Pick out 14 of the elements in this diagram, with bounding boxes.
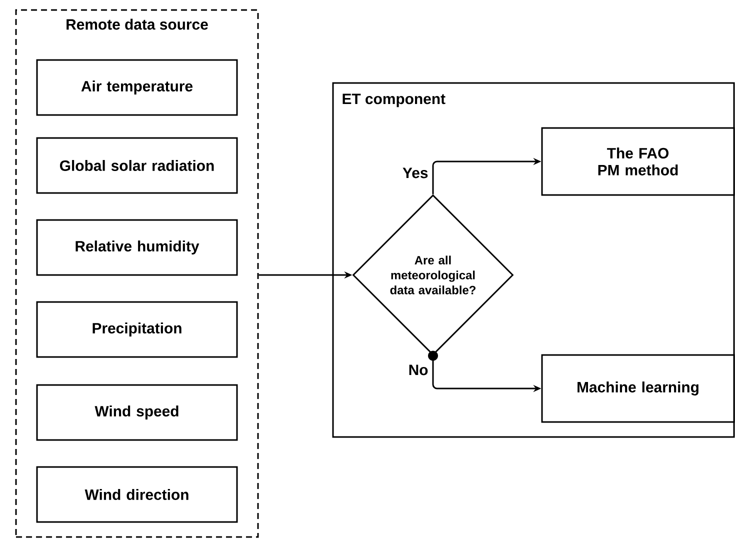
process-box: Global solar radiation	[36, 137, 238, 194]
process-box: Relative humidity	[36, 219, 238, 276]
edge-label: No	[409, 364, 428, 376]
process-box: The FAO PM method	[541, 127, 735, 196]
process-box: Machine learning	[541, 354, 735, 423]
group-panel	[332, 82, 735, 438]
process-box: Wind direction	[36, 466, 238, 523]
group-panel	[15, 9, 259, 538]
edge-label: Yes	[402, 168, 428, 178]
process-box: Wind speed	[36, 384, 238, 441]
process-box: Precipitation	[36, 301, 238, 358]
process-box: Air temperature	[36, 59, 238, 116]
panel-heading: Remote data source	[66, 18, 208, 30]
panel-heading: ET component	[342, 94, 446, 108]
